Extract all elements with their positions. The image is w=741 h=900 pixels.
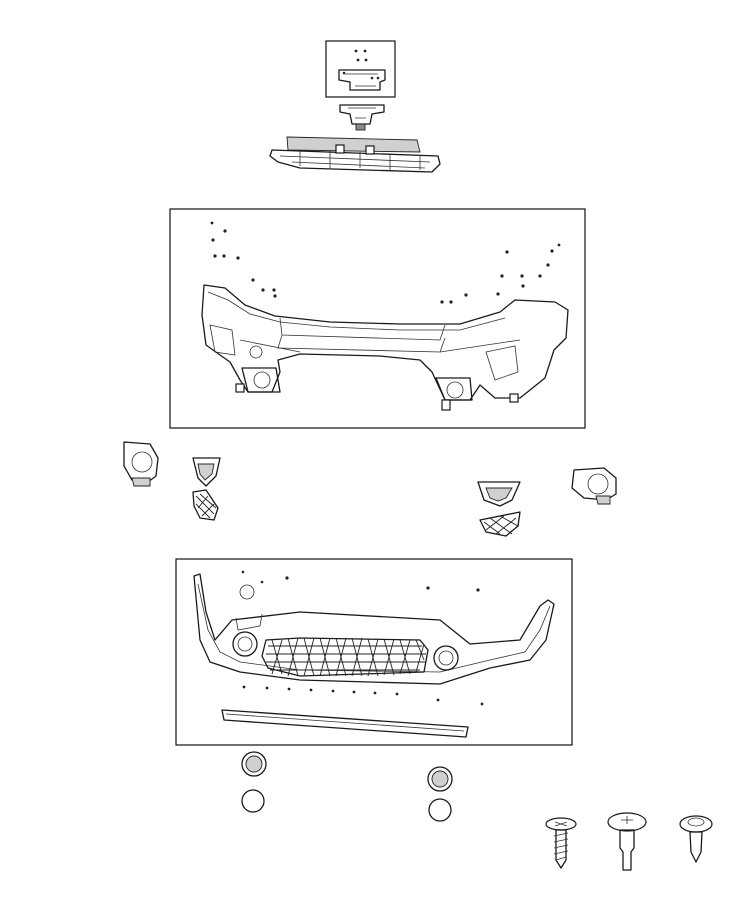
fog-lamp-bezel-left[interactable] (123, 441, 159, 487)
front-bumper-fascia-box[interactable] (169, 208, 586, 429)
sensor-ring-right[interactable] (428, 798, 452, 822)
park-sensor-right[interactable] (427, 766, 453, 792)
grille-insert-left[interactable] (192, 489, 219, 521)
lower-fascia-box[interactable] (175, 558, 573, 746)
sensor-ring-left[interactable] (241, 789, 265, 813)
grille-insert-right[interactable] (479, 511, 521, 537)
fog-lamp-bezel-right[interactable] (571, 467, 617, 505)
sensor-bracket-box[interactable] (325, 40, 396, 98)
park-sensor-left[interactable] (241, 751, 267, 777)
fascia-insert-right[interactable] (477, 481, 521, 507)
bolt-shoulder[interactable] (607, 812, 647, 871)
fascia-insert-left[interactable] (192, 457, 221, 487)
skid-strip[interactable] (221, 709, 469, 738)
upper-grille-support[interactable] (269, 136, 441, 173)
pin-push[interactable] (679, 815, 713, 863)
sensor-module[interactable] (339, 104, 385, 131)
screw-tapping[interactable] (545, 817, 577, 869)
